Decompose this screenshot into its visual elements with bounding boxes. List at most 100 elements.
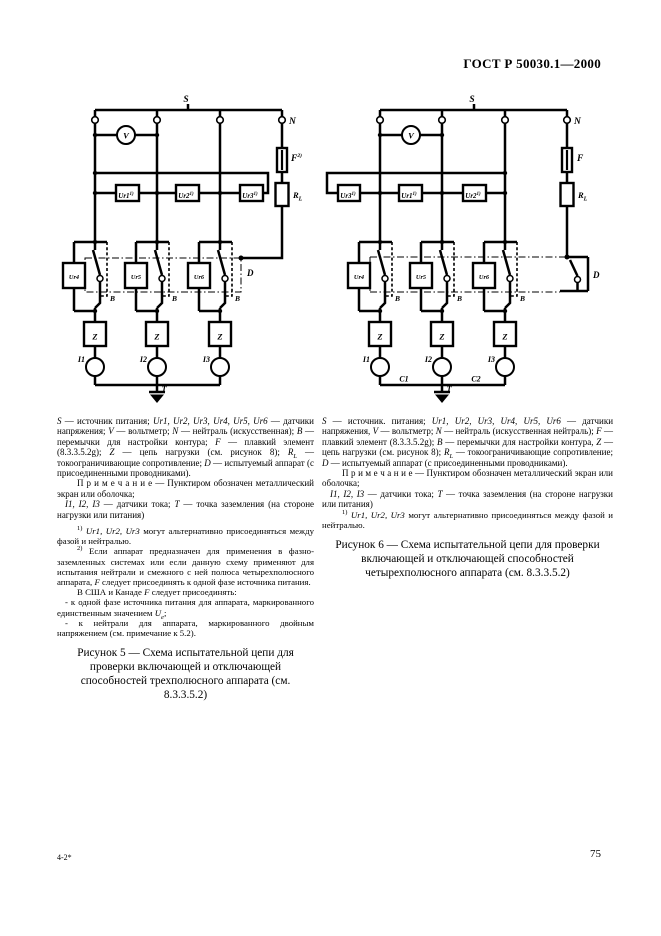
fig5-ur1-box: [114, 183, 141, 203]
terminal-circle: [90, 115, 100, 125]
fig5-i2-label: I2: [139, 355, 147, 364]
fig6-ur4-label: Ur4: [354, 274, 364, 281]
fig6-z-box-3: [492, 320, 518, 348]
fig5-wire-path: [72, 104, 284, 394]
fig5-link-b-label-1: B: [109, 294, 115, 303]
fig5-ur5-label: Ur5: [131, 274, 141, 281]
fig5-ur3-label: Ur31): [242, 192, 258, 200]
fig5-switch-contacts: [96, 274, 229, 283]
fig6-apparatus-d-label: D: [592, 270, 600, 280]
switch-contact: [573, 275, 582, 284]
fig5-note: П р и м е ч а н и е — Пунктиром обозначе…: [57, 478, 314, 499]
fig5-adjustment-links-path: [100, 242, 233, 297]
standard-number-header: ГОСТ Р 50030.1—2000: [463, 56, 601, 71]
fig5-resistor-rl-box: [274, 181, 290, 208]
figure5-diagram: S N V F2) RL Ur11) Ur21) Ur31) Ur4 Ur5 U…: [61, 95, 303, 403]
fig6-ur2-label: Ur21): [465, 192, 481, 200]
current-sensor-circle: [495, 357, 515, 377]
terminal-circle: [375, 115, 385, 125]
terminal-circle: [215, 115, 225, 125]
fig5-footnote-2: 2) Если аппарат предназначен для примене…: [57, 545, 314, 588]
fig6-link-b-label-3: B: [519, 294, 525, 303]
fig6-i3-label: I3: [487, 355, 495, 364]
test-circuit-diagrams: S N V F2) RL Ur11) Ur21) Ur31) Ur4 Ur5 U…: [61, 95, 600, 403]
fig6-current-sensors: [370, 357, 515, 377]
fig6-ur6-box: [471, 261, 497, 290]
switch-contact: [158, 274, 166, 283]
fig6-z-label-1: Z: [376, 332, 382, 342]
figure6-caption: Рисунок 6 — Схема испытательной цепи для…: [335, 539, 600, 579]
fig5-fuse-label: F2): [290, 152, 302, 164]
fig6-resistor-rl-box: [559, 181, 575, 208]
switch-contact: [443, 274, 451, 283]
fig5-footnote-1: 1) Ur1, Ur2, Ur3 могут альтернативно при…: [57, 525, 314, 547]
fig6-ur3-box: [336, 183, 362, 203]
terminal-circle: [152, 115, 162, 125]
fig5-i1-label: I1: [77, 355, 85, 364]
fig6-z-label-2: Z: [438, 332, 444, 342]
fig6-legend: S — источник. питания; Ur1, Ur2, Ur3, Ur…: [322, 416, 614, 468]
fig5-z-box-3: [207, 320, 233, 348]
fig6-note: П р и м е ч а н и е — Пунктиром обозначе…: [322, 468, 613, 489]
fig6-earth-symbol: [435, 394, 449, 403]
switch-contact: [381, 274, 389, 283]
fig6-supply-terminals: [375, 115, 572, 125]
fig5-z-label-1: Z: [91, 332, 97, 342]
fig5-usa-note: В США и Канаде F следует присоединять:: [77, 587, 237, 598]
fig6-fuse-label: F: [576, 154, 584, 164]
fig5-ur4-label: Ur4: [69, 274, 79, 281]
current-sensor-circle: [432, 357, 452, 377]
terminal-circle: [277, 115, 287, 125]
switch-contact: [221, 274, 229, 283]
current-sensor-circle: [147, 357, 167, 377]
fig5-voltmeter-label: V: [123, 131, 130, 141]
fig6-ur1-box: [397, 183, 424, 203]
fig6-link-b-label-1: B: [394, 294, 400, 303]
switch-contact: [96, 274, 104, 283]
fig6-i2-label: I2: [424, 355, 432, 364]
fig6-footnote-1: 1) Ur1, Ur2, Ur3 могут альтернативно при…: [322, 508, 613, 530]
fig6-i1-label: I1: [362, 355, 370, 364]
fig6-current-sensors-line: I1, I2, I3 — датчики тока; T — точка заз…: [322, 488, 613, 510]
fig6-label-s: S: [469, 95, 474, 105]
fig6-ur2-box: [461, 183, 488, 203]
fig6-z-box-2: [429, 320, 455, 348]
terminal-circle: [437, 115, 447, 125]
fig5-z-label-2: Z: [153, 332, 159, 342]
fig5-usa-item-1: - к одной фазе источника питания для апп…: [57, 597, 314, 621]
fig5-current-sensors-line: I1, I2, I3 — датчики тока; T — точка заз…: [57, 499, 315, 520]
fig6-resistor-label: RL: [577, 190, 588, 203]
fig5-earth-t-label: T: [162, 384, 168, 394]
fig5-voltmeter-circle: [116, 125, 136, 145]
fig6-link-b-label-2: B: [456, 294, 462, 303]
fig5-metal-screen-box: [84, 257, 242, 293]
fig5-link-b-label-2: B: [171, 294, 177, 303]
fig5-label-s: S: [183, 95, 188, 105]
fig6-z-label-3: Z: [501, 332, 507, 342]
fig5-link-b-label-3: B: [234, 294, 240, 303]
fig5-current-sensors: [85, 357, 230, 377]
fig6-metal-screen-outline: [369, 256, 567, 293]
fig6-ur3-label: Ur31): [340, 192, 356, 200]
fig6-voltmeter-label: V: [408, 131, 415, 141]
fig6-voltmeter-circle: [401, 125, 421, 145]
fig5-ur2-label: Ur21): [178, 192, 194, 200]
terminal-circle: [562, 115, 572, 125]
current-sensor-circle: [370, 357, 390, 377]
fig5-i3-label: I3: [202, 355, 210, 364]
fig5-ur6-label: Ur6: [194, 274, 205, 281]
fig5-ur6-box: [186, 261, 212, 290]
fig5-resistor-label: RL: [292, 190, 303, 203]
fig5-z-label-3: Z: [216, 332, 222, 342]
fig5-usa-item-2: - к нейтрали для аппарата, маркированног…: [57, 617, 314, 639]
terminal-circle: [500, 115, 510, 125]
fig5-ur4-box: [61, 261, 87, 290]
figure6-diagram: S N V F RL Ur31) Ur11) Ur21) Ur4 Ur5 Ur6…: [325, 95, 600, 403]
fig5-ur2-box: [174, 183, 201, 203]
fig6-wire-path: [325, 104, 590, 394]
fig6-ur4-box: [346, 261, 372, 290]
fig5-junction-dots: [92, 132, 244, 314]
fig6-ur1-label: Ur11): [401, 192, 417, 200]
figure6-text-column: S — источник. питания; Ur1, Ur2, Ur3, Ur…: [322, 416, 613, 580]
